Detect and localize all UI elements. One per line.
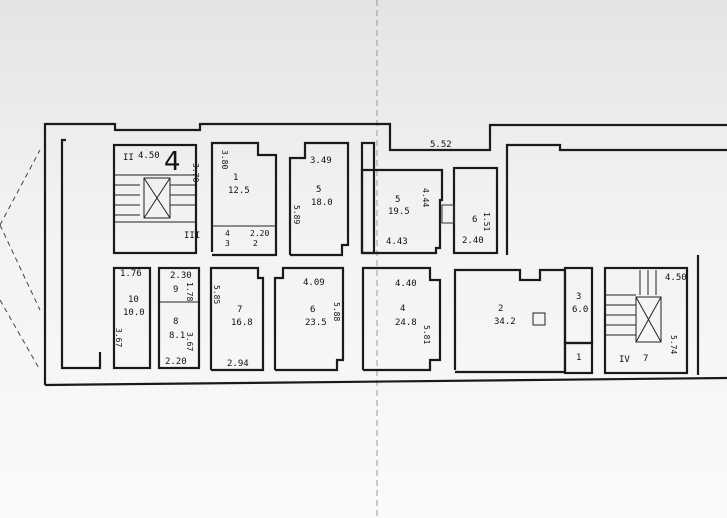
room-area: 23.5 bbox=[305, 318, 327, 328]
room-10 bbox=[112, 266, 152, 370]
elevator-shaft bbox=[635, 296, 662, 343]
room-number: 5 bbox=[395, 195, 400, 205]
dimension-label: 3.67 bbox=[185, 332, 194, 351]
column bbox=[532, 312, 546, 326]
room-area: 8.1 bbox=[169, 331, 185, 341]
stair-right bbox=[603, 266, 689, 375]
hatch-line bbox=[0, 149, 41, 226]
dimension-label: 4.09 bbox=[303, 278, 325, 288]
room-area: 12.5 bbox=[228, 186, 250, 196]
room-8-9 bbox=[157, 266, 201, 370]
dimension-label: 5.88 bbox=[332, 302, 341, 321]
room-number: 10 bbox=[128, 295, 139, 305]
large-area bbox=[505, 143, 727, 255]
dimension-label: 5.52 bbox=[430, 140, 452, 150]
dimension-label: 3.67 bbox=[114, 328, 123, 347]
wall-column bbox=[360, 141, 376, 255]
dimension-label: 3.70 bbox=[191, 163, 200, 182]
room-area: 34.2 bbox=[494, 317, 516, 327]
wc-number: 3 bbox=[225, 239, 230, 248]
room-number: 8 bbox=[173, 317, 178, 327]
room-number: 6 bbox=[472, 215, 477, 225]
room-number: 2 bbox=[498, 304, 503, 314]
stair-steps bbox=[114, 174, 196, 223]
room-number: 4 bbox=[400, 304, 405, 314]
dimension-label: 4.43 bbox=[386, 237, 408, 247]
dimension-label: 2.94 bbox=[227, 359, 249, 369]
room-number: 9 bbox=[173, 285, 178, 295]
section-letter: 4 bbox=[164, 147, 181, 177]
dimension-label: 5.89 bbox=[292, 205, 301, 224]
room-area: 10.0 bbox=[123, 308, 145, 318]
corridor-wall bbox=[60, 138, 102, 370]
hatch-line bbox=[0, 299, 41, 371]
dimension-label: 2.20 bbox=[165, 357, 187, 367]
hatch-line bbox=[0, 224, 41, 311]
room-number: 1 bbox=[576, 353, 581, 363]
room-area: 18.0 bbox=[311, 198, 333, 208]
dimension-label: 5.85 bbox=[212, 285, 221, 304]
dimension-label: 4.50 bbox=[138, 151, 160, 161]
room-4 bbox=[361, 266, 442, 372]
dimension-label: 3.49 bbox=[310, 156, 332, 166]
room-area: 24.8 bbox=[395, 318, 417, 328]
room-6-23 bbox=[273, 266, 345, 372]
outer-wall bbox=[43, 122, 727, 385]
room-area: 6.0 bbox=[572, 305, 588, 315]
wc-number: 4 bbox=[225, 229, 230, 238]
stair-left bbox=[112, 143, 198, 255]
dimension-label: 2.40 bbox=[462, 236, 484, 246]
dimension-label: 2.20 bbox=[250, 229, 269, 238]
room-number: 5 bbox=[316, 185, 321, 195]
elevator-shaft bbox=[143, 177, 171, 219]
outer-wall-bottom bbox=[44, 376, 727, 387]
stair-marker: IV bbox=[619, 355, 630, 365]
dimension-label: 4.44 bbox=[421, 188, 430, 207]
dimension-label: 1.78 bbox=[185, 282, 194, 301]
room-area: 19.5 bbox=[388, 207, 410, 217]
dimension-label: 2.30 bbox=[170, 271, 192, 281]
room-5-19 bbox=[360, 168, 444, 255]
stair-number: 7 bbox=[643, 354, 648, 364]
room-number: 6 bbox=[310, 305, 315, 315]
room-1 bbox=[210, 141, 278, 257]
stair-marker: II bbox=[123, 153, 134, 163]
room-7 bbox=[209, 266, 265, 372]
dimension-label: 4.50 bbox=[665, 273, 687, 283]
hatched-wall bbox=[441, 204, 455, 224]
dimension-label: 5.81 bbox=[422, 325, 431, 344]
room-5-18 bbox=[288, 141, 350, 257]
dimension-label: 1.51 bbox=[482, 212, 491, 231]
dimension-label: 1.76 bbox=[120, 269, 142, 279]
stair-steps bbox=[605, 270, 657, 336]
room-area: 16.8 bbox=[231, 318, 253, 328]
room-number: 1 bbox=[233, 173, 238, 183]
dimension-label: 4.40 bbox=[395, 279, 417, 289]
dimension-label: 3.80 bbox=[220, 150, 229, 169]
room-number: 3 bbox=[576, 292, 581, 302]
dimension-label: 5.74 bbox=[669, 335, 678, 354]
room-number: 7 bbox=[237, 305, 242, 315]
room-1-small bbox=[563, 341, 594, 375]
stair-marker: III bbox=[184, 231, 200, 241]
room-number: 2 bbox=[253, 239, 258, 248]
